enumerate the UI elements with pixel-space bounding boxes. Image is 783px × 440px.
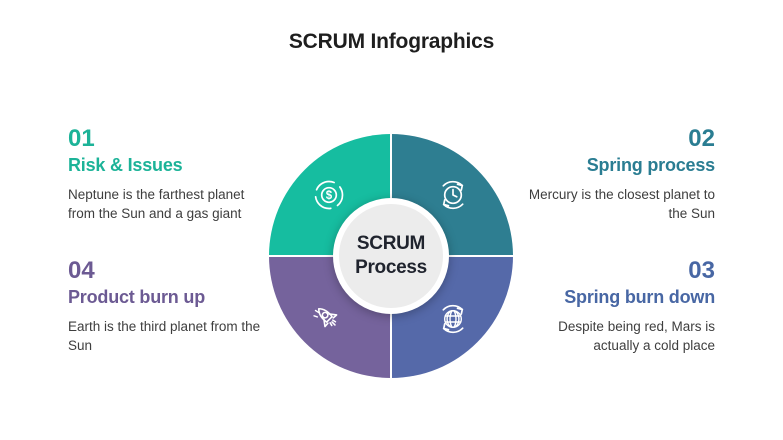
info-block-02: 02 Spring process Mercury is the closest…: [500, 125, 715, 224]
step-description: Neptune is the farthest planet from the …: [68, 186, 245, 221]
wheel-center-line2: Process: [355, 257, 427, 278]
step-description: Earth is the third planet from the Sun: [68, 318, 261, 353]
step-number: 03: [688, 257, 715, 284]
svg-text:$: $: [326, 190, 333, 202]
step-heading: Spring process: [586, 155, 715, 176]
step-number: 01: [68, 125, 95, 152]
step-heading: Product burn up: [68, 287, 205, 308]
step-description: Mercury is the closest planet to the Sun: [528, 186, 715, 221]
scrum-process-wheel: $: [269, 134, 513, 378]
step-description: Despite being red, Mars is actually a co…: [558, 318, 715, 353]
clock-cycle-icon: [442, 180, 464, 210]
info-block-04: 04 Product burn up Earth is the third pl…: [68, 257, 283, 356]
info-block-01: 01 Risk & Issues Neptune is the farthest…: [68, 125, 283, 224]
step-number: 02: [688, 125, 715, 152]
rocket-icon: [313, 307, 338, 328]
wheel-center-line1: SCRUM: [356, 233, 426, 255]
wheel-center-label: SCRUM Process: [333, 198, 449, 314]
step-heading: Spring burn down: [564, 287, 715, 308]
globe-cycle-icon: [442, 304, 464, 334]
money-cycle-icon: $: [314, 180, 344, 210]
step-heading: Risk & Issues: [68, 155, 183, 176]
page-title: SCRUM Infographics: [288, 30, 495, 53]
info-block-03: 03 Spring burn down Despite being red, M…: [500, 257, 715, 356]
step-number: 04: [68, 257, 95, 284]
